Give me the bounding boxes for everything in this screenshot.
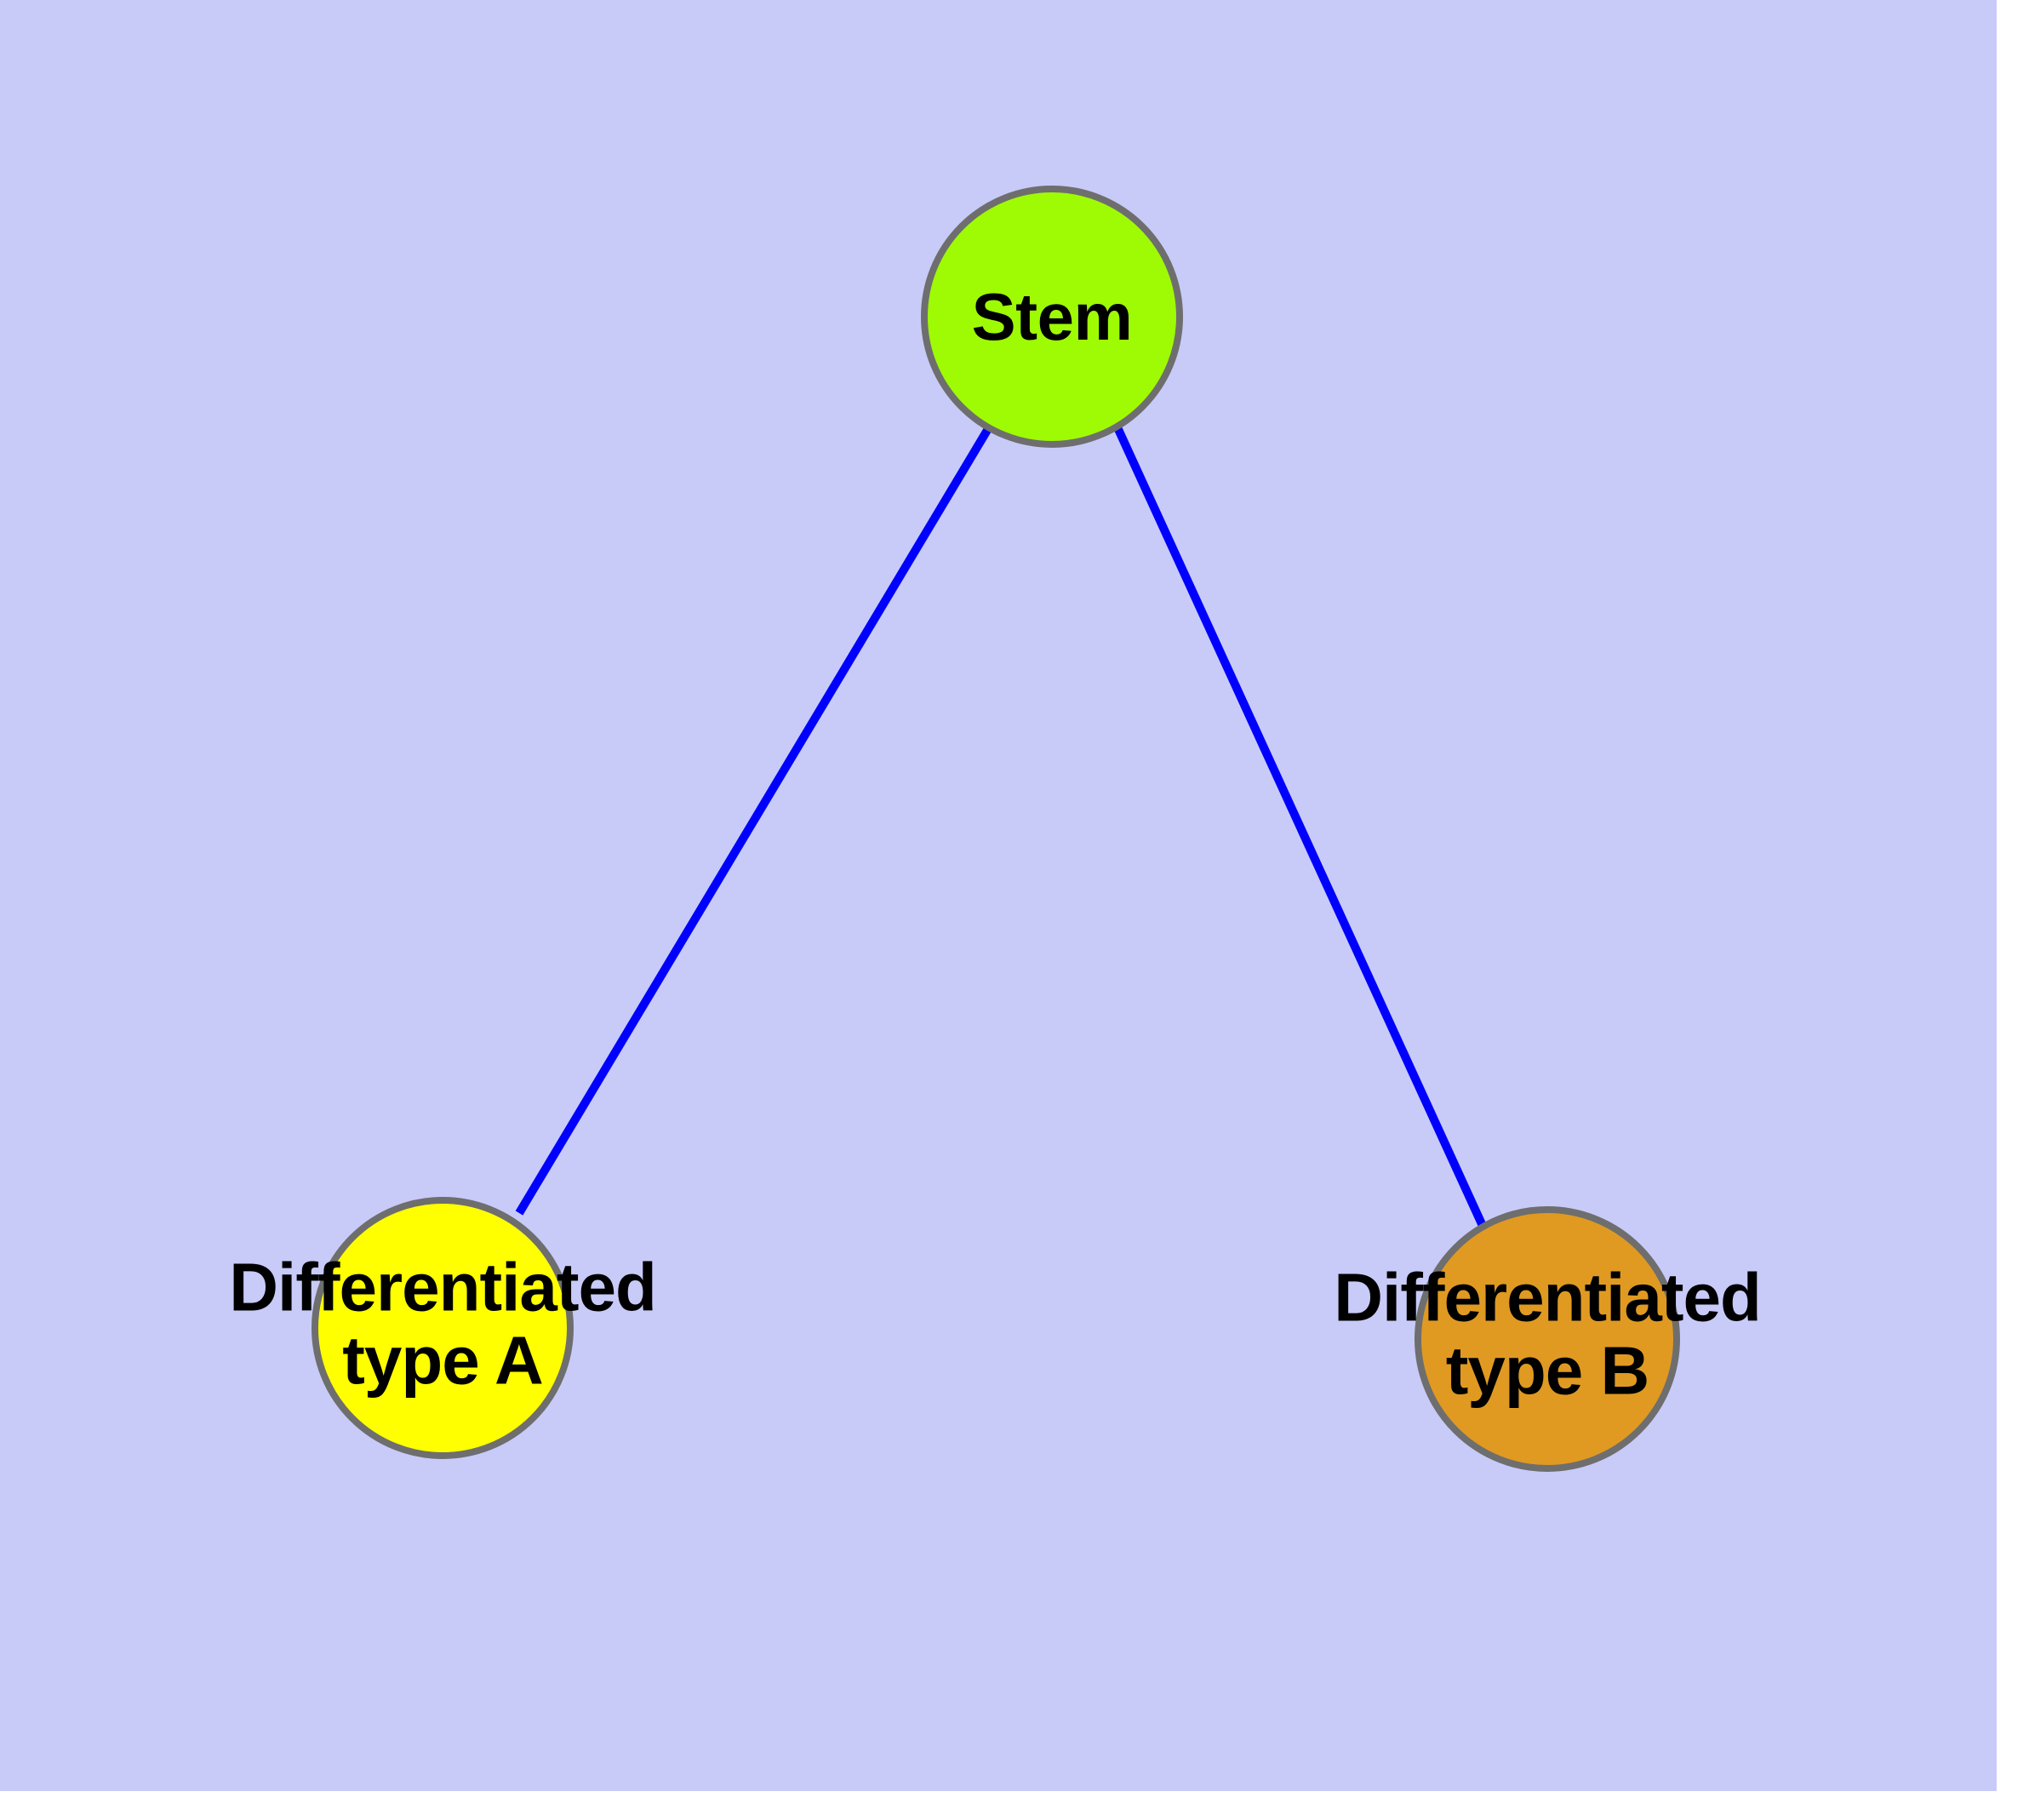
node-stem-circle[interactable] — [921, 186, 1183, 448]
node-differentiated-type-b-circle[interactable] — [1415, 1206, 1680, 1472]
edge-stem-to-differentiated-type-a[interactable] — [515, 425, 993, 1216]
node-differentiated-type-a-circle[interactable] — [311, 1197, 574, 1459]
edge-stem-to-differentiated-type-b[interactable] — [1112, 423, 1487, 1228]
edge-layer — [515, 423, 1487, 1228]
node-layer — [311, 186, 1680, 1472]
